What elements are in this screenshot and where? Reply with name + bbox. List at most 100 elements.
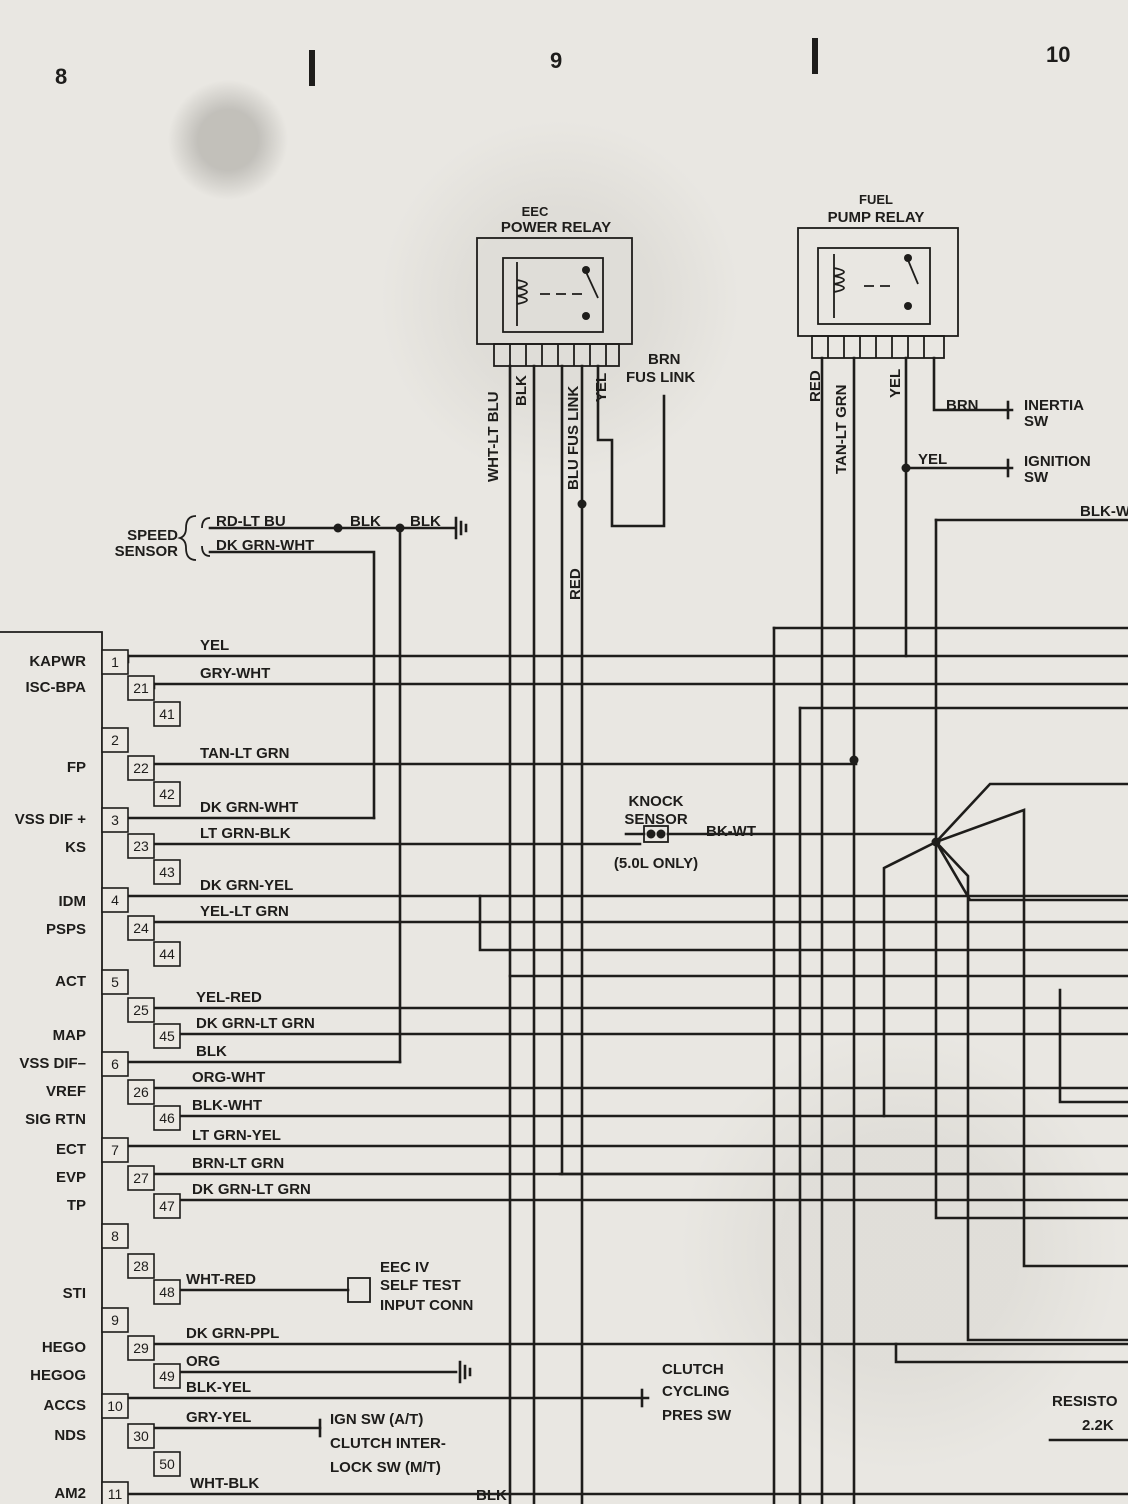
connector-pin-7 [101,1137,129,1163]
column-divider [812,38,818,74]
resistor-label: 2.2K [1082,1417,1114,1434]
pin-number: 42 [159,786,175,802]
ign-sw-label: LOCK SW (M/T) [330,1459,441,1476]
connector-outline [0,631,103,1504]
column-divider [309,50,315,86]
column-9-label: 9 [550,48,562,73]
signal-label: KS [65,839,86,856]
wire-label: GRY-WHT [200,665,270,682]
connector-pin-11 [101,1481,129,1504]
eec-wire-blk: BLK [513,375,530,406]
wire-label: DK GRN-PPL [186,1325,279,1342]
pin-number: 46 [159,1110,175,1126]
fuel-relay-title: FUEL [859,192,893,207]
speed-blk-label: BLK [350,513,381,530]
fuel-relay-title: PUMP RELAY [828,209,925,226]
signal-label: TP [67,1197,86,1214]
pin-number: 48 [159,1284,175,1300]
pin-number: 26 [133,1084,149,1100]
signal-label: FP [67,759,86,776]
signal-label: ISC-BPA [25,679,86,696]
eec-relay-title: POWER RELAY [501,219,611,236]
fus-link-label: FUS LINK [626,369,695,386]
pin-number: 27 [133,1170,149,1186]
knock-sensor-connector [643,825,669,843]
speed-sensor-label: SPEED [127,527,178,544]
eec-wire-wht-lt-blu: WHT-LT BLU [485,391,502,482]
fuel-pump-relay: FUEL PUMP RELAY [797,192,959,359]
clutch-sw-label: PRES SW [662,1407,732,1424]
connector-pin-47 [153,1193,181,1219]
inertia-sw-label: INERTIA [1024,397,1084,414]
wire-label: DK GRN-YEL [200,877,293,894]
column-8-label: 8 [55,64,67,89]
connector-pin-27 [127,1165,155,1191]
wire [934,840,1128,1342]
pin-number: 28 [133,1258,149,1274]
wire [478,894,1128,952]
signal-label: KAPWR [29,653,86,670]
wire-label: WHT-RED [186,1271,256,1288]
wire [1058,988,1128,1104]
connector-pin-24 [127,915,155,941]
connector-pin-9 [101,1307,129,1333]
pin-number: 47 [159,1198,175,1214]
wire [894,1342,1128,1364]
clutch-sw-label: CYCLING [662,1383,730,1400]
eec-power-relay: EEC POWER RELAY [476,204,633,367]
column-10-label: 10 [1046,42,1070,67]
wire-label: DK GRN-WHT [200,799,298,816]
wire [882,840,938,1118]
red-wire-label: RED [567,568,584,600]
pin-number: 9 [111,1312,119,1328]
bottom-blk-label: BLK [476,1487,507,1504]
ign-sw-label: IGN SW (A/T) [330,1411,423,1428]
pin-number: 4 [111,892,119,908]
wire [934,808,1128,1268]
connector-pin-48 [153,1279,181,1305]
pin-number: 30 [133,1428,149,1444]
connector-pin-45 [153,1023,181,1049]
wire-label: TAN-LT GRN [200,745,289,762]
signal-label: AM2 [54,1485,86,1502]
connector-pin-46 [153,1105,181,1131]
signal-label: STI [63,1285,86,1302]
eec-wire-yel: YEL [593,373,610,402]
connector-pin-30 [127,1423,155,1449]
signal-label: HEGOG [30,1367,86,1384]
signal-label: ACT [55,973,86,990]
connector-pin-23 [127,833,155,859]
wire [934,782,1128,844]
fuel-wire-yel: YEL [887,369,904,398]
signal-label: MAP [53,1027,86,1044]
wire [934,518,1128,1220]
wire-label: ORG [186,1353,220,1370]
ignition-sw-label: IGNITION [1024,453,1091,470]
wire-label: DK GRN-LT GRN [192,1181,311,1198]
connector-pin-22 [127,755,155,781]
wire [932,356,1014,412]
fuel-wire-tan-lt-grn: TAN-LT GRN [833,385,850,474]
wire-label: DK GRN-LT GRN [196,1015,315,1032]
ground-symbol [458,1360,472,1384]
pin-number: 1 [111,654,119,670]
wire-label: LT GRN-YEL [192,1127,281,1144]
clutch-sw-label: CLUTCH [662,1361,724,1378]
wire-label: WHT-BLK [190,1475,259,1492]
pin-number: 25 [133,1002,149,1018]
wire-label: BRN-LT GRN [192,1155,284,1172]
connector-pin-49 [153,1363,181,1389]
signal-label: IDM [59,893,87,910]
pin-number: 2 [111,732,119,748]
pin-number: 29 [133,1340,149,1356]
yel-wire-label: YEL [918,451,947,468]
wire-junction [656,829,666,839]
connector-pin-6 [101,1051,129,1077]
ground-symbol [454,516,468,540]
pin-number: 43 [159,864,175,880]
connector-pin-21 [127,675,155,701]
wire-label: YEL-RED [196,989,262,1006]
connector-pin-50 [153,1451,181,1477]
pin-number: 11 [108,1486,123,1502]
